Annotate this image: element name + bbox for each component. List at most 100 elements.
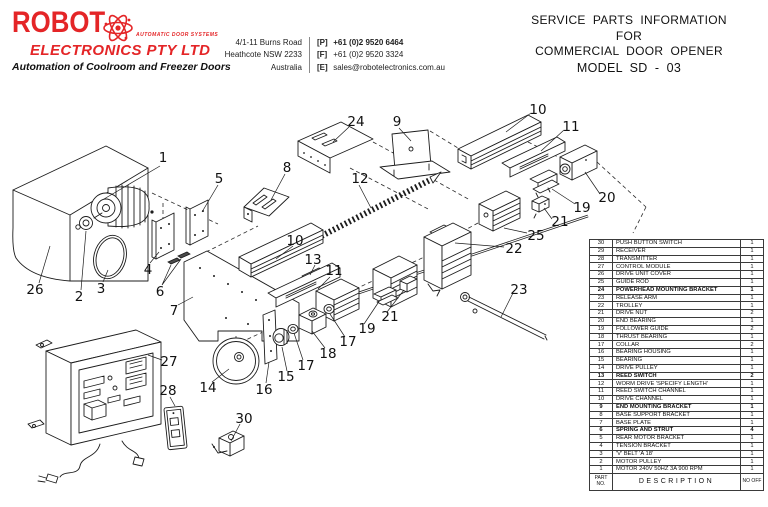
part-desc-cell: GUIDE ROD — [612, 277, 741, 287]
part-qty-cell: 1 — [740, 270, 764, 279]
part-no-cell: 14 — [589, 363, 613, 373]
callout-21a: 21 — [551, 214, 568, 230]
collar-1 — [287, 323, 299, 335]
part-desc-cell: BASE PLATE — [612, 418, 741, 428]
callout-17b: 17 — [297, 358, 314, 374]
part-row: 3 'V' BELT 'A 18' 1 — [589, 449, 764, 459]
part-no-cell: 15 — [589, 355, 613, 365]
title-model: MODEL SD - 03 — [576, 60, 682, 75]
callout-28: 28 — [159, 383, 176, 399]
part-qty-cell: 1 — [740, 239, 764, 248]
part-no-cell: 22 — [589, 301, 613, 311]
title-line-1: SERVICE PARTS INFORMATION — [531, 13, 727, 27]
callout-19a: 19 — [573, 200, 590, 216]
callout-labels: 1 2 3 4 5 6 7 8 9 10 10 11 11 12 13 14 1… — [26, 102, 615, 427]
part-desc-cell: SPRING AND STRUT — [612, 426, 741, 435]
part-no-cell: 9 — [589, 402, 613, 412]
part-desc-cell: TROLLEY — [612, 301, 741, 311]
part-desc-cell: DRIVE UNIT COVER — [612, 270, 741, 279]
part-row: 15 BEARING 1 — [589, 355, 764, 365]
header-divider — [309, 37, 310, 73]
part-row: 13 REED SWITCH 2 — [589, 371, 764, 381]
logo-robot-text: ROBOT — [12, 6, 106, 39]
part-row: 27 CONTROL MODULE 1 — [589, 262, 764, 272]
part-qty-cell: 1 — [740, 348, 764, 357]
callout-16: 16 — [255, 382, 272, 398]
drive-nut-upper — [531, 195, 550, 219]
part-qty-cell: 1 — [740, 394, 764, 404]
callout-1: 1 — [159, 150, 168, 166]
part-qty-cell: 1 — [740, 433, 764, 443]
part-no-cell: 13 — [589, 371, 613, 381]
part-qty-cell: 2 — [740, 340, 764, 350]
email-value: sales@robotelectronics.com.au — [333, 62, 445, 72]
callout-13: 13 — [304, 252, 321, 268]
col-description: DESCRIPTION — [612, 472, 741, 491]
tension-bracket — [151, 212, 175, 260]
fax-value: +61 (0)2 9520 3324 — [333, 50, 404, 60]
drive-nut-lower — [399, 275, 418, 293]
part-no-cell: 2 — [589, 457, 613, 467]
company-address: 4/1-11 Burns Road Heathcote NSW 2233 Aus… — [222, 37, 302, 74]
part-qty-cell: 1 — [740, 402, 764, 412]
part-desc-cell: THRUST BEARING — [612, 332, 741, 342]
part-row: 11 REED SWITCH CHANNEL 1 — [589, 387, 764, 396]
motor-pulley — [75, 216, 93, 230]
part-no-cell: 30 — [589, 239, 613, 248]
part-qty-cell: 1 — [740, 379, 764, 389]
part-row: 18 THRUST BEARING 1 — [589, 332, 764, 342]
parts-table: 30 PUSH BUTTON SWITCH 1 29 RECEIVER 1 28… — [589, 239, 764, 491]
part-no-cell: 6 — [589, 426, 613, 435]
part-desc-cell: FOLLOWER GUIDE — [612, 324, 741, 334]
end-bearing — [559, 144, 598, 181]
part-desc-cell: BASE SUPPORT BRACKET — [612, 410, 741, 420]
document-title: SERVICE PARTS INFORMATION FOR COMMERCIAL… — [498, 13, 760, 76]
part-no-cell: 28 — [589, 254, 613, 264]
part-row: 29 RECEIVER 1 — [589, 246, 764, 256]
part-desc-cell: PUSH BUTTON SWITCH — [612, 239, 741, 248]
control-module — [27, 329, 162, 484]
part-desc-cell: POWERHEAD MOUNTING BRACKET — [612, 285, 741, 295]
bearing — [272, 328, 290, 346]
title-line-3: COMMERCIAL DOOR OPENER — [535, 44, 723, 58]
parts-table-body: 30 PUSH BUTTON SWITCH 1 29 RECEIVER 1 28… — [589, 239, 764, 474]
push-button-switch — [211, 430, 245, 457]
part-qty-cell: 2 — [740, 371, 764, 381]
spring-and-strut — [167, 251, 191, 265]
part-row: 26 DRIVE UNIT COVER 1 — [589, 270, 764, 279]
part-row: 24 POWERHEAD MOUNTING BRACKET 1 — [589, 285, 764, 295]
part-desc-cell: COLLAR — [612, 340, 741, 350]
callout-21b: 21 — [381, 309, 398, 325]
part-qty-cell: 1 — [740, 441, 764, 451]
fax-prefix: [F] — [317, 50, 328, 60]
callout-18: 18 — [319, 346, 336, 362]
part-qty-cell: 1 — [740, 332, 764, 342]
part-row: 7 BASE PLATE 1 — [589, 418, 764, 428]
part-row: 9 END MOUNTING BRACKET 1 — [589, 402, 764, 412]
part-qty-cell: 1 — [740, 387, 764, 396]
part-no-cell: 25 — [589, 277, 613, 287]
part-desc-cell: WORM DRIVE 'SPECIFY LENGTH' — [612, 379, 741, 389]
part-desc-cell: REED SWITCH — [612, 371, 741, 381]
part-desc-cell: TENSION BRACKET — [612, 441, 741, 451]
address-line: Heathcote NSW 2233 — [224, 50, 302, 60]
base-support-bracket — [243, 187, 290, 223]
bearing-housing — [262, 309, 278, 365]
atom-icon — [103, 14, 133, 42]
part-row: 2 MOTOR PULLEY 1 — [589, 457, 764, 467]
reed-switch-channel — [501, 136, 566, 178]
callout-7: 7 — [170, 303, 179, 319]
callout-5: 5 — [215, 171, 224, 187]
part-desc-cell: TRANSMITTER — [612, 254, 741, 264]
follower-guide-lower — [373, 286, 399, 306]
drive-channel — [457, 114, 542, 170]
callout-14: 14 — [199, 380, 216, 396]
callout-17a: 17 — [339, 334, 356, 350]
part-qty-cell: 2 — [740, 324, 764, 334]
part-qty-cell: 1 — [740, 285, 764, 295]
part-qty-cell: 1 — [740, 457, 764, 467]
part-no-cell: 20 — [589, 316, 613, 326]
part-row: 8 BASE SUPPORT BRACKET 1 — [589, 410, 764, 420]
part-row: 23 RELEASE ARM 1 — [589, 293, 764, 303]
